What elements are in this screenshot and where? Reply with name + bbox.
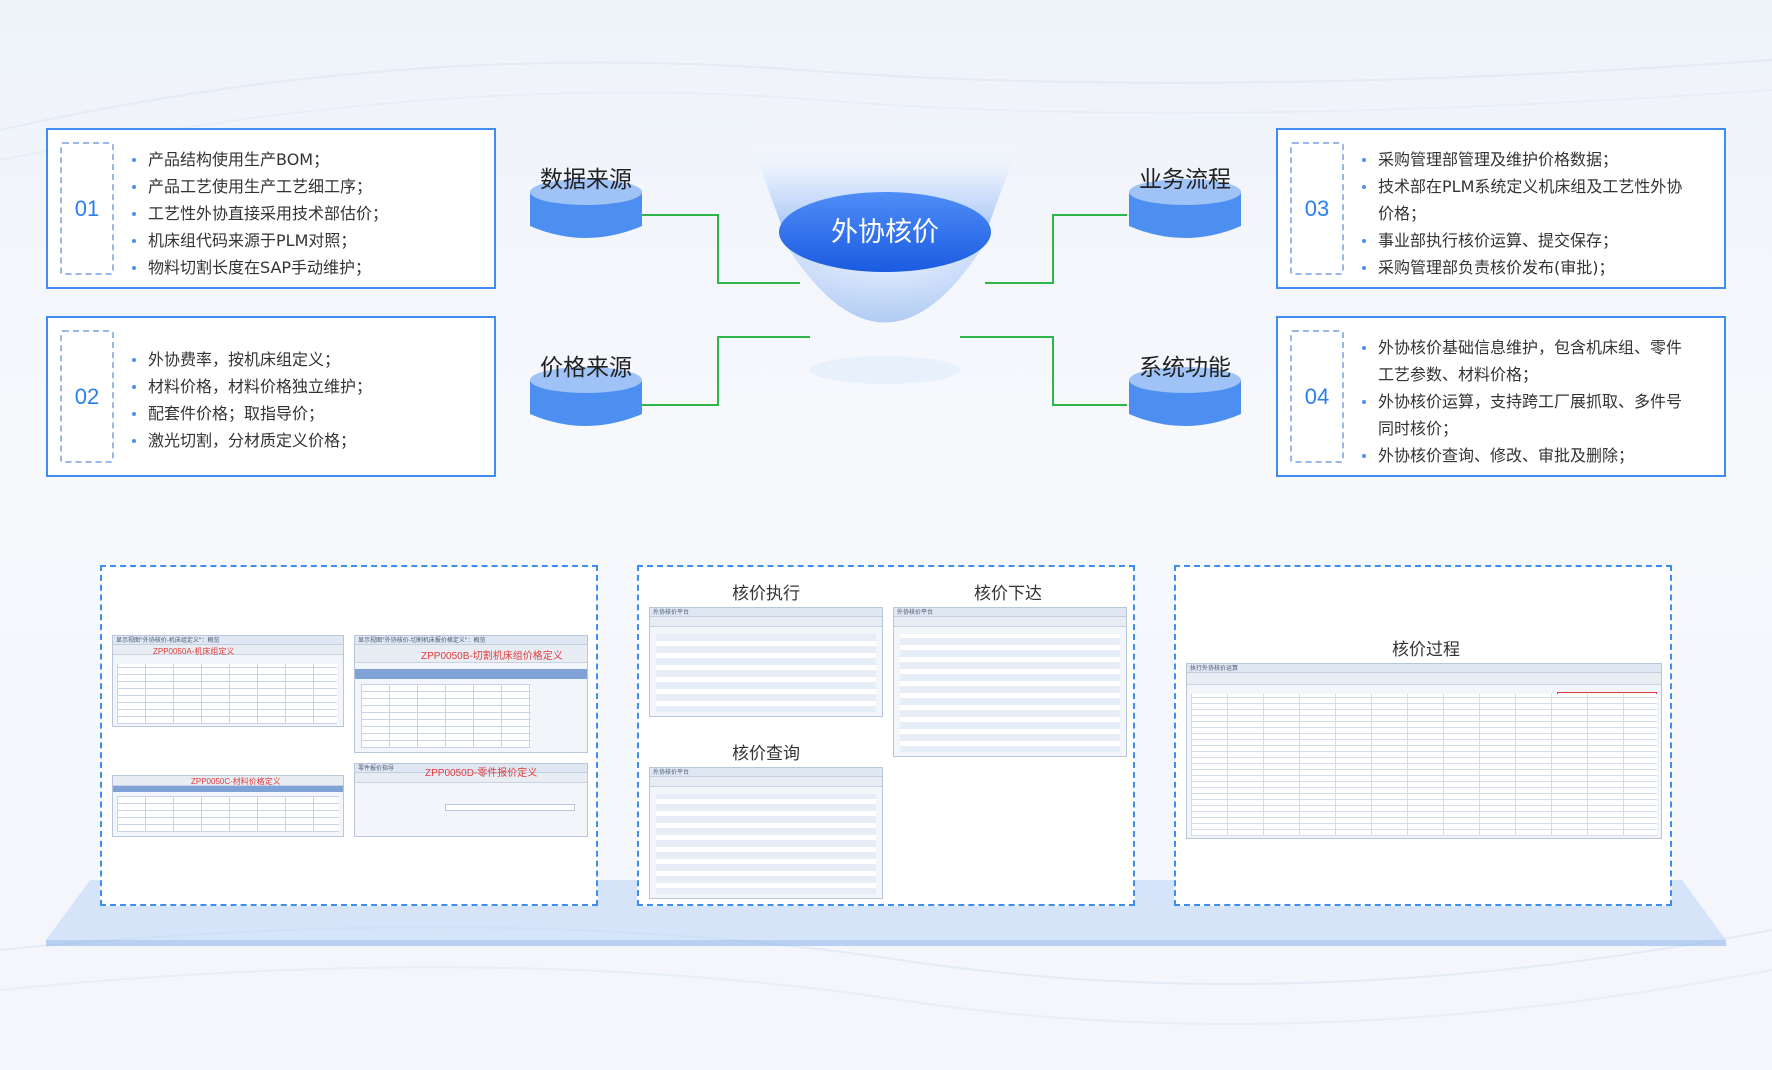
center-label: 外协核价 xyxy=(831,217,939,248)
system-function-db-icon xyxy=(1129,367,1241,426)
info-box-03: 03 采购管理部管理及维护价格数据； 技术部在PLM系统定义机床组及工艺性外协 … xyxy=(1276,128,1726,289)
list-item: 工艺性外协直接采用技术部估价； xyxy=(132,200,388,227)
list-item: 产品结构使用生产BOM； xyxy=(132,146,388,173)
screenshot-query: 外协核价平台 xyxy=(649,767,883,899)
process-title: 核价过程 xyxy=(1392,640,1460,660)
info-box-02: 02 外协费率，按机床组定义； 材料价格，材料价格独立维护； 配套件价格；取指导… xyxy=(46,316,496,477)
box-number: 04 xyxy=(1290,330,1344,463)
list-item: 材料价格，材料价格独立维护； xyxy=(132,373,372,400)
box-list: 产品结构使用生产BOM； 产品工艺使用生产工艺细工序； 工艺性外协直接采用技术部… xyxy=(132,146,388,281)
box-list: 外协核价基础信息维护，包含机床组、零件 工艺参数、材料价格； 外协核价运算，支持… xyxy=(1362,334,1682,469)
list-item: 激光切割，分材质定义价格； xyxy=(132,427,372,454)
data-source-label: 数据来源 xyxy=(540,167,632,193)
list-item: 采购管理部管理及维护价格数据； xyxy=(1362,146,1682,173)
info-box-01: 01 产品结构使用生产BOM； 产品工艺使用生产工艺细工序； 工艺性外协直接采用… xyxy=(46,128,496,289)
business-flow-db-icon xyxy=(1129,179,1241,238)
pricing-process-panel: 核价过程 执行外协核价运算 xyxy=(1174,565,1672,906)
screenshot-machine-group: 显示视图"外协核价-机床组定义"：概览 ZPP0050A-机床组定义 xyxy=(112,635,344,727)
box-number: 01 xyxy=(60,142,114,275)
definition-screens-panel: 显示视图"外协核价-机床组定义"：概览 ZPP0050A-机床组定义 显示视图"… xyxy=(100,565,598,906)
price-source-label: 价格来源 xyxy=(540,355,632,381)
screenshot-process: 执行外协核价运算 xyxy=(1186,663,1662,839)
list-item: 同时核价； xyxy=(1378,419,1459,438)
release-title: 核价下达 xyxy=(974,584,1042,604)
box-list: 采购管理部管理及维护价格数据； 技术部在PLM系统定义机床组及工艺性外协 价格；… xyxy=(1362,146,1682,281)
price-source-db-icon xyxy=(530,367,642,426)
screen-code-a: ZPP0050A-机床组定义 xyxy=(153,647,235,656)
data-source-db-icon xyxy=(530,179,642,238)
screen-code-b: ZPP0050B-切割机床组价格定义 xyxy=(421,651,563,662)
screenshot-part-price: 零件报价指导 ZPP0050D-零件报价定义 xyxy=(354,763,588,837)
list-item: 物料切割长度在SAP手动维护； xyxy=(132,254,388,281)
screenshot-cutting-price: 显示视图"外协核价-切割机床报价格定义"：概览 ZPP0050B-切割机床组价格… xyxy=(354,635,588,753)
list-item: 产品工艺使用生产工艺细工序； xyxy=(132,173,388,200)
screen-code-d: ZPP0050D-零件报价定义 xyxy=(425,768,538,779)
list-item: 配套件价格；取指导价； xyxy=(132,400,372,427)
pricing-execution-panel: 核价执行 核价下达 外协核价平台 外协核价平台 核价查询 外协核价平台 xyxy=(637,565,1135,906)
list-item: 技术部在PLM系统定义机床组及工艺性外协 xyxy=(1362,173,1682,200)
exec-title: 核价执行 xyxy=(732,584,800,604)
box-number: 02 xyxy=(60,330,114,463)
query-title: 核价查询 xyxy=(732,744,800,764)
screenshot-release: 外协核价平台 xyxy=(893,607,1127,757)
screenshot-material-price: ZPP0050C-材料价格定义 xyxy=(112,775,344,837)
list-item: 采购管理部负责核价发布(审批)； xyxy=(1362,254,1682,281)
box-number: 03 xyxy=(1290,142,1344,275)
info-box-04: 04 外协核价基础信息维护，包含机床组、零件 工艺参数、材料价格； 外协核价运算… xyxy=(1276,316,1726,477)
list-item: 外协核价查询、修改、审批及删除； xyxy=(1362,442,1682,469)
box-list: 外协费率，按机床组定义； 材料价格，材料价格独立维护； 配套件价格；取指导价； … xyxy=(132,346,372,454)
system-function-label: 系统功能 xyxy=(1139,355,1231,381)
screen-code-c: ZPP0050C-材料价格定义 xyxy=(191,777,281,786)
list-item: 工艺参数、材料价格； xyxy=(1378,365,1539,384)
list-item: 事业部执行核价运算、提交保存； xyxy=(1362,227,1682,254)
business-flow-label: 业务流程 xyxy=(1139,167,1231,193)
list-item: 外协费率，按机床组定义； xyxy=(132,346,372,373)
list-item: 价格； xyxy=(1378,204,1427,223)
list-item: 外协核价运算，支持跨工厂展抓取、多件号 xyxy=(1362,388,1682,415)
list-item: 机床组代码来源于PLM对照； xyxy=(132,227,388,254)
screenshot-exec: 外协核价平台 xyxy=(649,607,883,717)
center-cone xyxy=(750,140,1020,384)
list-item: 外协核价基础信息维护，包含机床组、零件 xyxy=(1362,334,1682,361)
